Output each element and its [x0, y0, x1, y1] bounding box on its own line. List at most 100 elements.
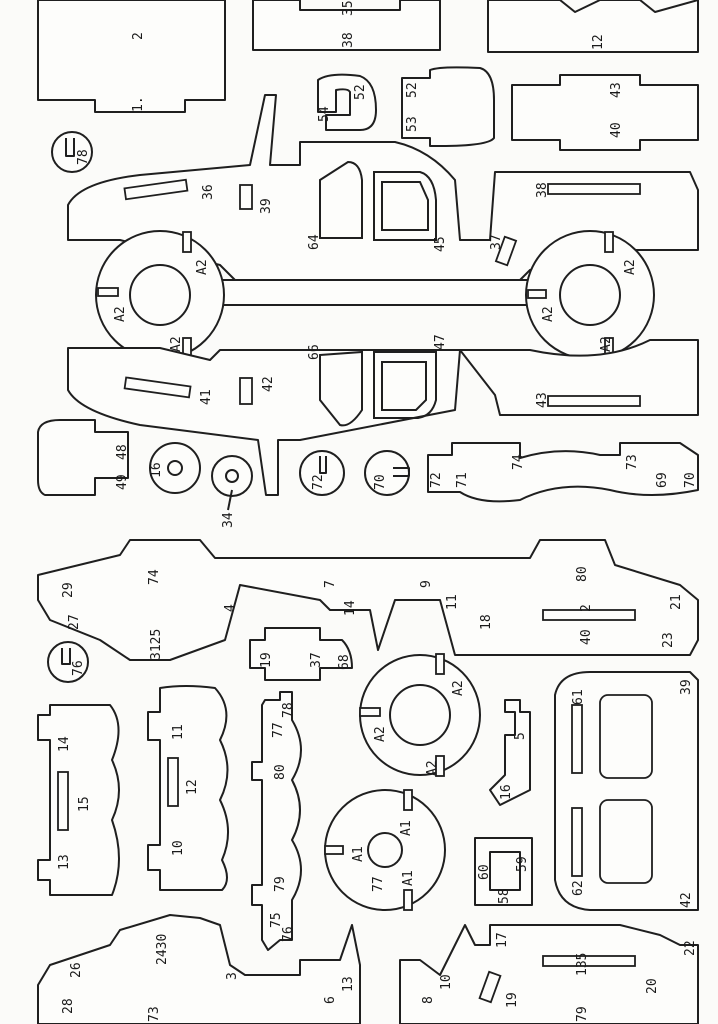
- label: 80: [273, 764, 288, 780]
- piece-chassis-bottom: [37, 914, 361, 1024]
- label: 42: [261, 376, 276, 392]
- label: 80: [575, 566, 590, 582]
- label: 58: [497, 888, 512, 904]
- label: 15: [77, 796, 92, 812]
- label: 26: [69, 962, 84, 978]
- label: 69: [655, 472, 670, 488]
- label: 40: [609, 122, 624, 138]
- label: 22: [683, 940, 698, 956]
- slot-39: [239, 184, 253, 210]
- label: 77: [271, 722, 286, 738]
- wheel-ring-left: [95, 230, 225, 360]
- piece-chassis-bottom-right: [399, 924, 699, 1024]
- piece-top-mid-panel: [252, 0, 441, 51]
- wheel-ring-right: [525, 230, 655, 360]
- slot-41: [123, 376, 192, 399]
- piece-panel-10-12: [147, 685, 230, 891]
- label: 1.: [131, 96, 146, 112]
- label: 13: [341, 976, 356, 992]
- label: 76: [71, 660, 86, 676]
- slot-19: [478, 970, 502, 1004]
- label: A2: [373, 726, 388, 742]
- wheel-disc-a1: [324, 789, 446, 911]
- label: 64: [307, 234, 322, 250]
- label: 49: [115, 474, 130, 490]
- label: 73: [625, 454, 640, 470]
- label: 52: [353, 84, 368, 100]
- slot-2-40: [542, 609, 636, 621]
- piece-washer-34: [211, 455, 253, 511]
- piece-peg-70: [364, 450, 410, 496]
- piece-peg-72: [299, 450, 345, 496]
- label: 74: [511, 454, 526, 470]
- piece-chassis-base: [37, 539, 699, 661]
- label: 39: [259, 198, 274, 214]
- wheel-ring-middle: [359, 653, 481, 777]
- label: 38: [535, 182, 550, 198]
- slot-42: [239, 377, 253, 405]
- piece-wavy-69-74: [427, 442, 699, 503]
- label: 70: [683, 472, 698, 488]
- piece-wavy-75-80: [251, 691, 302, 951]
- slot-38: [547, 183, 641, 195]
- label: 19: [505, 992, 520, 1008]
- label: 78: [281, 702, 296, 718]
- label: 73: [147, 1006, 162, 1022]
- label: 11: [171, 724, 186, 740]
- label: A2: [195, 259, 210, 275]
- label: 62: [571, 880, 586, 896]
- label: 43: [535, 392, 550, 408]
- label: 61: [571, 689, 586, 705]
- label: 2: [131, 32, 146, 40]
- label: 5: [513, 732, 528, 740]
- label: 3125: [149, 629, 164, 660]
- label: 16: [149, 462, 164, 478]
- window-cutout-lower: [599, 799, 653, 884]
- label: 66: [307, 344, 322, 360]
- label: 53: [405, 116, 420, 132]
- piece-window-frame-panel: [554, 671, 699, 911]
- piece-peg-78: [51, 131, 93, 173]
- label: 45: [433, 236, 448, 252]
- label: 18: [479, 614, 494, 630]
- window-cutout-lower-left: [319, 350, 363, 427]
- slot-12: [167, 757, 179, 807]
- piece-panel-13-15: [37, 704, 120, 896]
- label: A2: [169, 336, 184, 352]
- slot-15: [57, 771, 69, 831]
- label: 28: [61, 998, 76, 1014]
- label: 60: [477, 864, 492, 880]
- slot-36: [123, 178, 189, 201]
- piece-washer-16: [149, 442, 201, 494]
- label: 17: [495, 932, 510, 948]
- window-cutout-left: [319, 160, 363, 239]
- label: 75: [269, 912, 284, 928]
- label: A1: [401, 870, 416, 886]
- label: 72: [429, 472, 444, 488]
- label: 14: [343, 600, 358, 616]
- piece-top-right-panel: [487, 0, 699, 53]
- slot-61: [571, 704, 583, 774]
- label: 70: [373, 474, 388, 490]
- label: 12: [591, 34, 606, 50]
- label: A2: [541, 306, 556, 322]
- label: 42: [679, 892, 694, 908]
- label: 13: [57, 854, 72, 870]
- label: 14: [57, 736, 72, 752]
- label: 74: [147, 569, 162, 585]
- label: 19: [259, 652, 274, 668]
- label: 12: [185, 779, 200, 795]
- label: 4: [223, 604, 238, 612]
- label: 21: [669, 594, 684, 610]
- label: 37: [309, 652, 324, 668]
- window-cutout-lower-right: [373, 351, 437, 419]
- piece-tab-19-37: [249, 627, 353, 681]
- label: 2430: [155, 934, 170, 965]
- label: 10: [439, 974, 454, 990]
- label: 78: [76, 149, 91, 165]
- label: 59: [515, 856, 530, 872]
- slot-62: [571, 807, 583, 877]
- label: 72: [311, 474, 326, 490]
- label: 20: [645, 978, 660, 994]
